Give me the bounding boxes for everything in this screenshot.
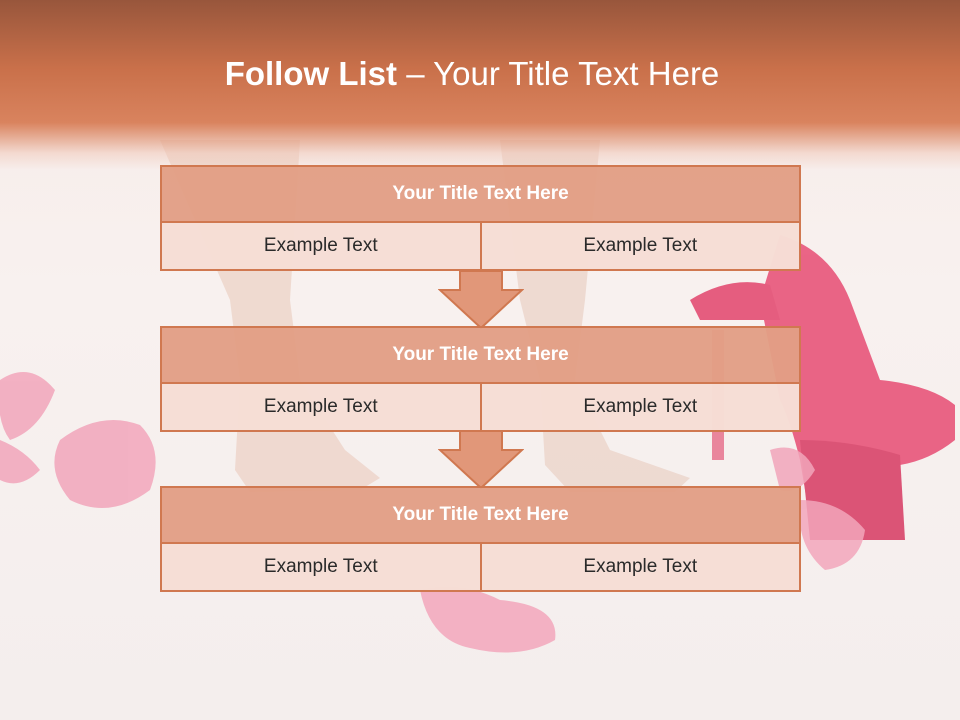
down-arrow-icon (438, 430, 524, 490)
block-cell-left: Example Text (162, 544, 480, 590)
block-cell-right: Example Text (479, 384, 799, 430)
block-cell-left: Example Text (162, 223, 480, 269)
block-cell-left: Example Text (162, 384, 480, 430)
down-arrow-icon (438, 270, 524, 330)
title-bar (0, 0, 960, 170)
list-block-1: Your Title Text Here Example Text Exampl… (160, 165, 801, 271)
block-title: Your Title Text Here (162, 328, 799, 384)
title-subtitle-part: – Your Title Text Here (397, 55, 720, 92)
block-cell-right: Example Text (479, 544, 799, 590)
block-title: Your Title Text Here (162, 488, 799, 544)
slide-title: Follow List – Your Title Text Here (0, 55, 944, 93)
list-block-2: Your Title Text Here Example Text Exampl… (160, 326, 801, 432)
block-title: Your Title Text Here (162, 167, 799, 223)
list-block-3: Your Title Text Here Example Text Exampl… (160, 486, 801, 592)
flower-petals (0, 372, 865, 653)
block-cell-right: Example Text (479, 223, 799, 269)
title-bold-part: Follow List (224, 55, 398, 92)
